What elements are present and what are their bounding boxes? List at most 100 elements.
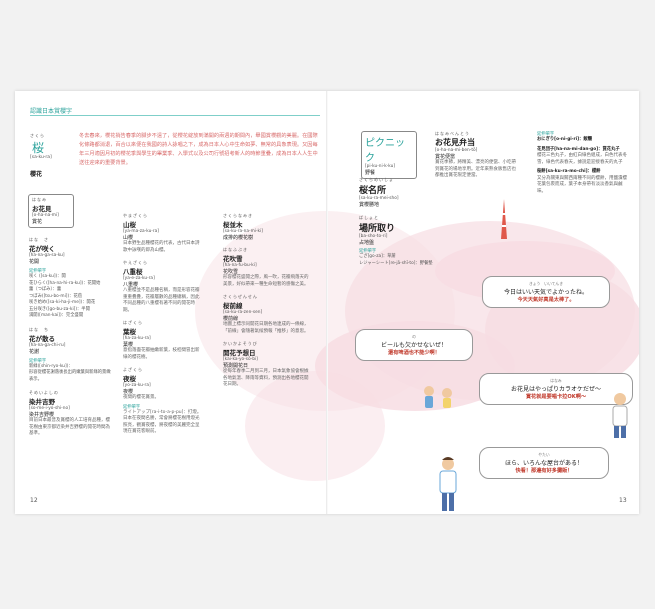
term-extra: ライトアップ[ra-i-to-a-p-pu]：打燈。日本在夜間名勝，常會將櫻花樹… — [123, 409, 202, 435]
bubble-tw: 快看！那邊有好多攤販！ — [515, 468, 573, 474]
bubble-tw: 今天天氣好真是太棒了。 — [517, 297, 575, 303]
term-furigana: はざくら — [123, 320, 143, 325]
hanagasaku-tw: 花開 — [29, 259, 40, 265]
list-item: ござ[go-za]：草蓆 — [359, 254, 396, 259]
term-jp: 葉桜 — [123, 328, 136, 336]
term-furigana: やえざくら — [123, 260, 148, 265]
picnic-people-illustration — [424, 386, 452, 408]
main-term-translation: 櫻花 — [30, 171, 43, 178]
col2-term: やまざくら 山桜 [ya-ma-za-ku-ra] 山櫻 日本野生品種櫻花的代表… — [123, 213, 203, 254]
term-romaji: [ha-za-ku-ra] — [123, 336, 151, 341]
hanagachiru-furigana: はな ち — [29, 326, 49, 332]
term-jp: 八重桜 — [123, 268, 143, 276]
term-romaji: [ha-na-fu-bu-ki] — [223, 263, 257, 268]
term-furigana: よざくら — [123, 367, 143, 372]
col3-term: さくらぜんせん 桜前線 [sa-ku-ra-zen-sen] 櫻前線 地圖上標示… — [223, 294, 309, 335]
col2-term: はざくら 葉桜 [ha-za-ku-ra] 葉櫻 意指落盡花瓣抽嫩新葉，枝椏間冒… — [123, 320, 203, 361]
somei-romaji: [so-me-i-yo-shi-no] — [29, 406, 70, 411]
book-spread: 認識日本賞櫻字 さくら 桜 [sa-ku-ra] 櫻花 冬去春來，櫻花捎告春季的… — [15, 91, 639, 514]
term-romaji: [ya-e-za-ku-ra] — [123, 276, 155, 281]
hanagasaku-romaji: [ha-na-ga-sa-ku] — [29, 253, 65, 258]
term-romaji: [yo-za-ku-ra] — [123, 383, 151, 388]
term-jp: 場所取り — [359, 224, 396, 234]
sakura-meisho: さくらめいしょ 桜名所 [sa-ku-ra-mei-sho] 賞櫻勝地 — [359, 177, 429, 208]
term-tw: 預測開花日 — [223, 363, 249, 369]
person-illustration — [439, 457, 457, 511]
hanagasaku-tag: 延伸單字 — [29, 269, 47, 274]
main-term-furigana: さくら — [30, 133, 45, 138]
term-tw: 葉櫻 — [123, 342, 134, 348]
term-tag: 延伸單字 — [537, 132, 555, 137]
somei-jp: 染井吉野 — [29, 398, 55, 406]
page-number-left: 12 — [30, 497, 38, 504]
bubble-furigana: きょう いいてんき — [528, 281, 564, 286]
bubble-furigana: はなみ — [550, 378, 562, 383]
list-item: 咲く ([sa-ku])：開 — [29, 274, 66, 279]
term-jp: 花吹雪 — [223, 255, 243, 263]
term-tw: 夜櫻 — [123, 389, 134, 395]
hanagasaku-furigana: はな さ — [29, 237, 49, 242]
term-tw: 八重櫻 — [123, 282, 139, 288]
speech-bubble: はなみ お花見はやっぱりカラオケだぜ〜 賞花就是要唱卡拉OK啊〜 — [479, 373, 633, 405]
hanagachiru-romaji: [ha-na-ga-chi-ru] — [29, 342, 66, 348]
hanagachiru-jp: 花が散る — [29, 334, 55, 343]
col2-term: やえざくら 八重桜 [ya-e-za-ku-ra] 八重櫻 八重櫻並不是品種名稱… — [123, 260, 203, 314]
term-romaji: [sa-ku-ra-na-mi-ki] — [223, 229, 263, 234]
list-item: つぼみ([tsu-bo-mi])：花苞 — [29, 293, 83, 299]
ohanami-furigana: はなみ — [32, 197, 47, 202]
picnic-box: ピクニック [pi-ku-ni-k-ku] 野餐 — [361, 131, 417, 179]
tokyo-tower-icon — [501, 199, 507, 239]
term-tw: 賞櫻勝地 — [359, 202, 380, 208]
list-item: 満開([man-kai])：完全盛開 — [29, 313, 84, 318]
term-romaji: [sa-ku-ra-mei-sho] — [359, 196, 399, 201]
list-item-note: 又分為關東與關西兩種不同的櫻餅，用鹽漬櫻花葉包裹而成，葉子本身帶有淡淡香氣與鹹味… — [537, 175, 627, 194]
term-desc: 八重櫻並不是品種名稱，而是形容花瓣重重疊疊，花瓣層數的品種總稱，因此不同品種的八… — [123, 288, 200, 313]
col3-term: さくらなみき 桜並木 [sa-ku-ra-na-mi-ki] 成排的櫻花樹 — [223, 213, 309, 241]
term-jp: 桜並木 — [223, 221, 243, 229]
person-illustration — [612, 393, 628, 438]
column-1: はな さ 花が咲く [ha-na-ga-sa-ku] 花開 延伸單字 咲く ([… — [29, 237, 111, 438]
term-desc: 賞花季節，將精美、漂亮的便當、小吃帶到賞花的場地享用。近年來熟食販售店也都推出賞… — [435, 160, 516, 178]
term-tw: 賞花便當 — [435, 154, 456, 160]
col2-term: よざくら 夜桜 [yo-za-ku-ra] 夜櫻 夜間的櫻花賞景。 延伸單字 ラ… — [123, 367, 203, 436]
term-jp: 夜桜 — [123, 375, 136, 383]
column-2: やまざくら 山桜 [ya-ma-za-ku-ra] 山櫻 日本野生品種櫻花的代表… — [123, 213, 203, 436]
ohanami-romaji: [o-ha-na-mi] — [32, 213, 59, 218]
bashotori: ばしょと 場所取り [ba-sho-to-ri] 占地盤 延伸單字 ござ[go-… — [359, 215, 459, 267]
list-item: 桜餅[sa-ku-ra-mo-chi]：櫻餅 — [537, 169, 601, 174]
term-jp: 桜名所 — [359, 186, 387, 196]
col3-term: はなふぶき 花吹雪 [ha-na-fu-bu-ki] 花吹雪 形容櫻花盛開之際，… — [223, 247, 309, 288]
term-romaji: [kai-ka-yo-sō-bi] — [223, 357, 258, 362]
somei-furigana: そめいよしの — [29, 390, 59, 395]
hanagachiru-tag: 延伸單字 — [29, 358, 47, 364]
term-desc: 形容櫻花盛開之際，風一吹，花瓣飛落天的美景，好似帶來一種生命短暫的感傷之美。 — [223, 275, 309, 287]
term-desc: 地圖上標示同開花日期各地連成的一條線，「前線」會隨著氣候預報「推移」的意思。 — [223, 322, 309, 334]
ohanami-jp: お花見 — [32, 205, 52, 213]
section-title: 認識日本賞櫻字 — [30, 108, 73, 115]
list-item-note: 櫻花三色丸子，由紅白綠色組成，白色代表冬雪，綠色代表春天，據說是迎接春天的丸子 — [537, 153, 627, 165]
picnic-tw: 野餐 — [365, 170, 376, 176]
bubble-tw: 賞花就是要唱卡拉OK啊〜 — [525, 394, 587, 400]
term-romaji: [o-ha-na-mi-ben-tō] — [435, 148, 478, 153]
speech-bubble: きょう いいてんき 今日はいい天気でよかったね。 今天天氣好真是太棒了。 — [482, 276, 610, 308]
section-divider — [30, 115, 320, 116]
list-item: 蕾（つぼみ）：蕾 — [29, 287, 62, 292]
list-item: 新緑([shin-ryo-ku])： — [29, 363, 73, 369]
term-furigana: かいかよそうび — [223, 341, 258, 346]
col3-term: かいかよそうび 開花予想日 [kai-ka-yo-sō-bi] 預測開花日 從每… — [223, 341, 309, 389]
term-romaji: [ya-ma-za-ku-ra] — [123, 229, 159, 234]
bubble-furigana: の — [412, 334, 416, 339]
hanagachiru-tw: 花謝 — [29, 348, 40, 355]
term-tw: 櫻前線 — [223, 316, 239, 322]
picnic-romaji: [pi-ku-ni-k-ku] — [365, 164, 396, 169]
column-3: さくらなみき 桜並木 [sa-ku-ra-na-mi-ki] 成排的櫻花樹 はな… — [223, 213, 309, 389]
somei-tw: 染井吉野櫻 — [29, 412, 55, 418]
bubble-tw: 還有啤酒也不能少啊！ — [388, 350, 440, 356]
term-tw: 山櫻 — [123, 235, 134, 241]
term-tw: 成排的櫻花樹 — [223, 235, 254, 241]
term-tag: 延伸單字 — [123, 404, 141, 410]
term-tw: 占地盤 — [359, 240, 375, 246]
term-romaji: [ba-sho-to-ri] — [359, 234, 388, 239]
term-furigana: さくらめいしょ — [359, 177, 394, 182]
somei-desc: 目前日本最普及賞櫻的人工培育品種，櫻花樹由東京都近染井吉野櫻的開花時間為基準。 — [29, 418, 110, 436]
